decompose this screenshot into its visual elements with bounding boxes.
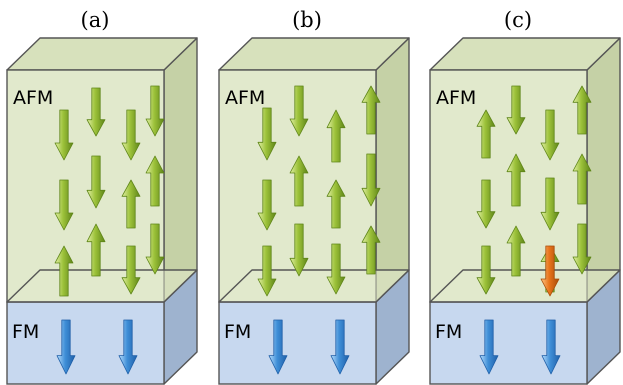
interface-plane: [6, 269, 198, 303]
afm-label: AFM: [436, 87, 476, 109]
fm-spin-arrow: [56, 319, 76, 375]
fm-spin-arrow: [479, 319, 499, 375]
afm-spin-arrow: [572, 223, 592, 275]
afm-spin-arrow: [54, 179, 74, 231]
panel-title: (c): [504, 8, 532, 32]
afm-spin-arrow: [289, 223, 309, 277]
fm-arrows: [479, 319, 561, 375]
afm-spin-arrow: [506, 225, 526, 277]
afm-spin-arrow: [145, 223, 165, 275]
afm-spin-arrow: [361, 153, 381, 207]
afm-spin-arrow: [326, 243, 346, 295]
fm-label: FM: [12, 321, 39, 343]
afm-spin-arrow: [86, 155, 106, 209]
afm-spin-arrow: [257, 107, 277, 161]
fm-front-face: [6, 301, 165, 385]
afm-front-face: [6, 69, 165, 303]
fm-label: FM: [435, 321, 462, 343]
afm-spin-arrow: [326, 179, 346, 229]
panel-title: (b): [292, 8, 322, 32]
afm-side-face: [586, 37, 621, 303]
fm-front-face: [429, 301, 588, 385]
afm-layer: AFM: [218, 37, 410, 303]
afm-arrows: [257, 85, 381, 297]
afm-spin-arrow: [145, 155, 165, 207]
afm-spin-arrow: [361, 85, 381, 135]
afm-top-face: [218, 37, 410, 71]
afm-layer: AFM: [429, 37, 621, 303]
afm-spin-arrow: [572, 153, 592, 205]
afm-spin-arrow: [476, 109, 496, 159]
afm-spin-arrow: [506, 153, 526, 207]
fm-spin-arrow: [541, 319, 561, 375]
afm-spin-arrow: [506, 85, 526, 135]
panel-b: (b) AFM FM: [218, 8, 410, 385]
afm-top-face: [429, 37, 621, 71]
afm-spin-arrow: [257, 245, 277, 297]
fm-spin-arrow: [330, 319, 350, 375]
afm-spin-arrow: [540, 177, 560, 231]
afm-spin-arrow: [257, 179, 277, 231]
afm-spin-arrow: [289, 155, 309, 207]
afm-spin-arrow: [54, 109, 74, 161]
afm-spin-arrow: [121, 245, 141, 295]
afm-side-face: [375, 37, 410, 303]
fm-label: FM: [224, 321, 251, 343]
afm-arrows: [54, 85, 165, 297]
fm-layer: FM: [218, 269, 410, 385]
fm-arrows: [56, 319, 138, 375]
afm-spin-arrow: [540, 109, 560, 161]
interface-plane: [218, 269, 410, 303]
interface-plane: [429, 269, 621, 303]
afm-spin-arrow: [54, 245, 74, 297]
afm-spin-arrow: [145, 85, 165, 137]
fm-spin-arrow: [118, 319, 138, 375]
fm-front-face: [218, 301, 377, 385]
fm-arrows: [268, 319, 350, 375]
afm-spin-arrow: [86, 87, 106, 137]
afm-spin-arrow: [121, 179, 141, 229]
afm-spin-arrow: [476, 245, 496, 295]
afm-arrows: [476, 85, 592, 297]
afm-spin-arrow-highlighted: [540, 245, 560, 297]
panel-a: (a) AFM FM: [6, 8, 198, 385]
afm-side-face: [163, 37, 198, 303]
afm-spin-arrow: [361, 225, 381, 275]
panel-title: (a): [81, 8, 110, 32]
fm-layer: FM: [429, 269, 621, 385]
afm-spin-arrow: [572, 85, 592, 135]
afm-label: AFM: [13, 87, 53, 109]
afm-spin-arrow: [289, 85, 309, 137]
afm-spin-arrow: [86, 223, 106, 277]
panel-c: (c) AFM FM: [429, 8, 621, 385]
afm-layer: AFM: [6, 37, 198, 303]
afm-front-face: [429, 69, 588, 303]
afm-spin-arrow: [121, 109, 141, 161]
fm-layer: FM: [6, 269, 198, 385]
afm-spin-arrow: [326, 109, 346, 163]
afm-label: AFM: [225, 87, 265, 109]
afm-top-face: [6, 37, 198, 71]
fm-spin-arrow: [268, 319, 288, 375]
afm-spin-arrow: [476, 179, 496, 229]
